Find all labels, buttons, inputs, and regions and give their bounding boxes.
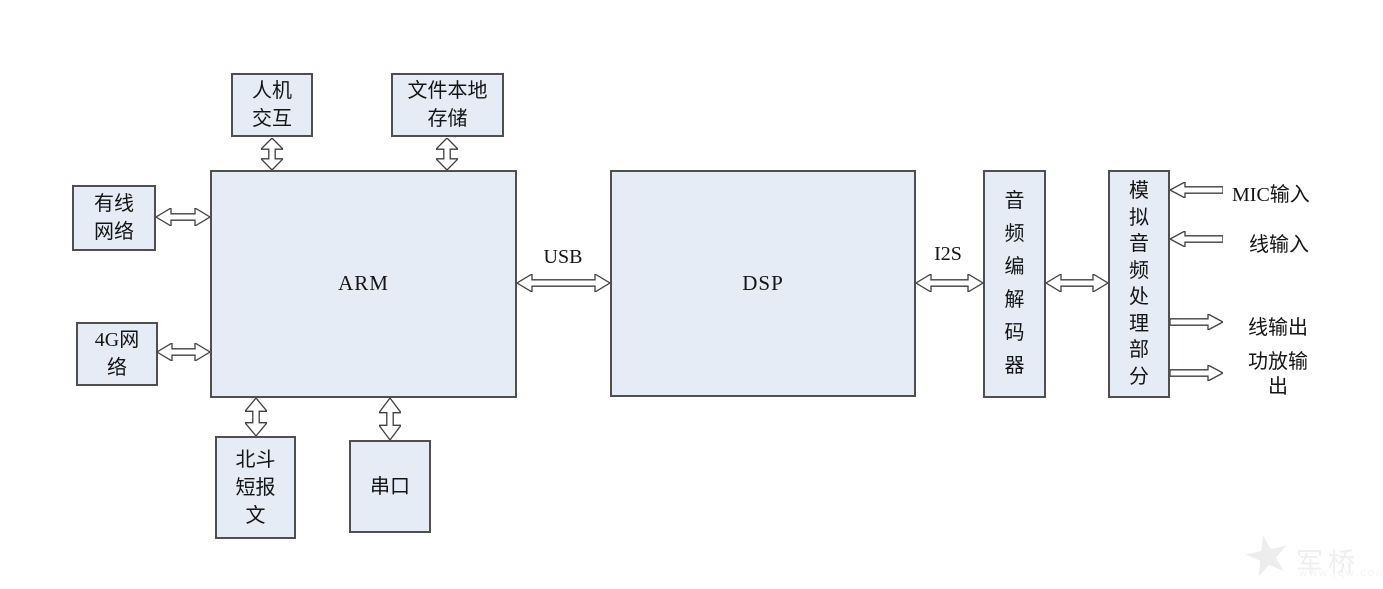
- arrow-mic-in: [1170, 182, 1223, 198]
- arrow-line-in: [1170, 231, 1223, 247]
- block-dsp-label: DSP: [742, 270, 784, 295]
- arrow-beidou-arm: [245, 398, 267, 436]
- watermark-site-name: 军桥网: [1296, 548, 1360, 589]
- block-file-storage: 文件本地存储: [391, 73, 504, 137]
- bus-label-i2s: I2S: [934, 243, 962, 265]
- arrow-amp-out: [1170, 365, 1223, 381]
- block-file-storage-label: 文件本地存储: [407, 80, 488, 130]
- io-label-line-in: 线输入: [1249, 234, 1309, 256]
- block-arm-label: ARM: [338, 271, 389, 296]
- block-wired-network: 有线网络: [72, 185, 156, 251]
- block-serial-port-label: 串口: [370, 475, 410, 498]
- block-dsp: DSP: [610, 170, 916, 397]
- block-beidou-label: 北斗短报文: [235, 448, 276, 527]
- block-serial-port: 串口: [349, 440, 431, 533]
- watermark-url: www.jqw.com: [1299, 567, 1383, 579]
- block-arm: ARM: [210, 170, 517, 398]
- block-hmi-label: 人机交互: [252, 80, 292, 130]
- arrow-filestorage-arm: [436, 138, 458, 170]
- arrow-4gnet-arm: [157, 343, 210, 361]
- block-wired-network-label: 有线网络: [94, 193, 134, 243]
- block-4g-network: 4G网络: [76, 322, 158, 386]
- bus-label-usb: USB: [543, 246, 583, 268]
- arrow-wirednet-arm: [156, 208, 210, 226]
- arrow-dsp-codec-i2s: [916, 274, 983, 292]
- block-analog-audio: 模拟音频处理部分: [1108, 170, 1170, 398]
- block-hmi: 人机交互: [231, 73, 313, 137]
- block-beidou: 北斗短报文: [215, 436, 296, 539]
- arrow-codec-analog: [1046, 274, 1108, 292]
- arrow-serial-arm: [379, 398, 401, 440]
- watermark-star-icon: ★: [1237, 521, 1298, 589]
- io-label-amp-out: 功放输出: [1248, 351, 1308, 398]
- block-audio-codec: 音频编解码器: [983, 170, 1046, 398]
- block-4g-network-label: 4G网络: [94, 329, 140, 379]
- arrow-hmi-arm: [261, 138, 283, 170]
- block-audio-codec-label: 音频编解码器: [1004, 190, 1025, 377]
- io-label-mic-in: MIC输入: [1232, 184, 1310, 206]
- arrow-line-out: [1170, 314, 1223, 330]
- arrow-arm-dsp-usb: [517, 274, 610, 292]
- block-analog-audio-label: 模拟音频处理部分: [1129, 180, 1149, 388]
- io-label-line-out: 线输出: [1248, 317, 1308, 339]
